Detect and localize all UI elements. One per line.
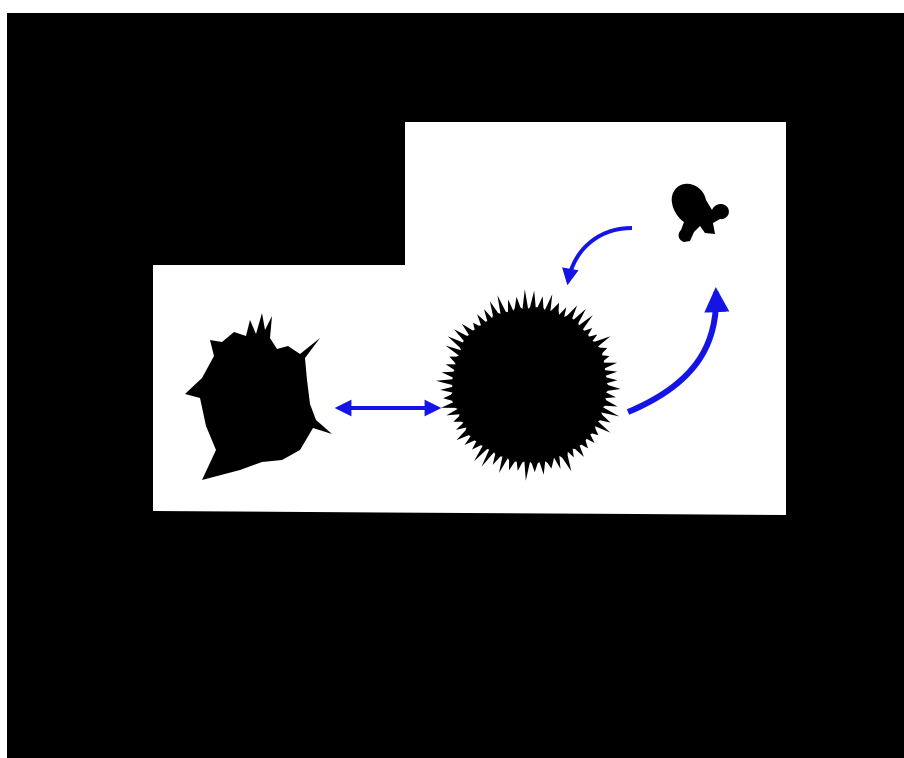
top-white-strip [0, 0, 904, 13]
left-white-strip [0, 0, 7, 758]
